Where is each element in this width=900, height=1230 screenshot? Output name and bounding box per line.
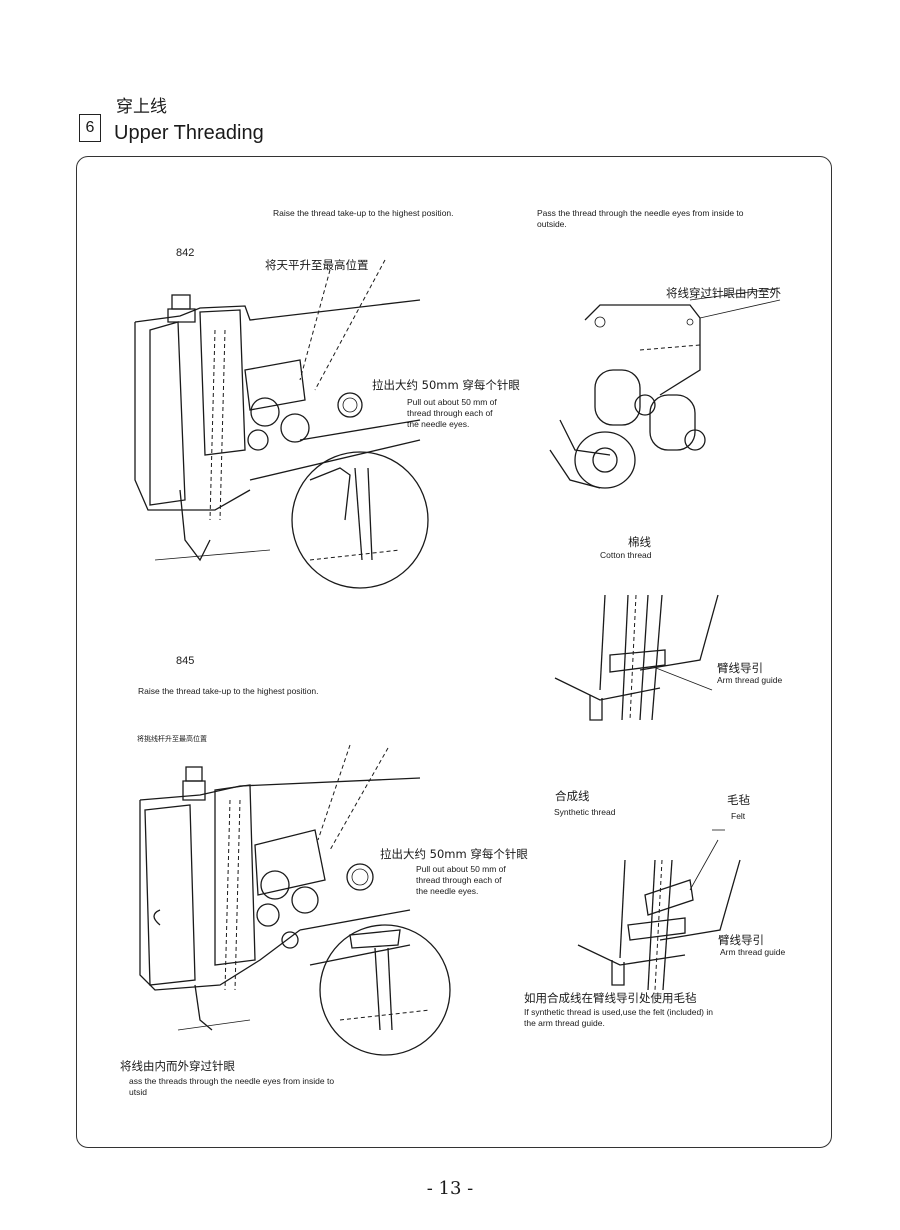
machine-842-illustration xyxy=(134,259,429,589)
cotton-arm-guide-cn: 臂线导引 xyxy=(717,661,763,675)
instruction-845-en: Raise the thread take-up to the highest … xyxy=(138,686,319,696)
synthetic-thread-cn: 合成线 xyxy=(555,789,590,803)
pull-845-en: Pull out about 50 mm of thread through e… xyxy=(416,864,506,896)
synthetic-note-cn: 如用合成线在臂线导引处使用毛毡 xyxy=(524,991,697,1005)
pull-845-cn: 拉出大约 50mm 穿每个针眼 xyxy=(380,847,528,861)
needle-eyes-instruction-en: Pass the thread through the needle eyes … xyxy=(537,208,744,229)
synthetic-thread-en: Synthetic thread xyxy=(554,807,616,817)
content-frame xyxy=(76,156,832,1148)
section-title-en: Upper Threading xyxy=(114,122,264,144)
bottom-instruction-cn: 将线由内而外穿过针眼 xyxy=(120,1059,235,1073)
instruction-842-en: Raise the thread take-up to the highest … xyxy=(273,208,454,218)
model-label-842: 842 xyxy=(176,247,195,259)
needle-bar-closeup-illustration xyxy=(549,287,781,489)
felt-cn: 毛毡 xyxy=(727,793,750,807)
section-title-cn: 穿上线 xyxy=(116,97,167,117)
section-number: 6 xyxy=(79,114,101,142)
needle-eyes-instruction-cn: 将线穿过针眼由内至外 xyxy=(666,286,781,300)
cotton-arm-guide-illustration xyxy=(554,594,719,721)
cotton-thread-cn: 棉线 xyxy=(628,535,651,549)
instruction-842-cn: 将天平升至最高位置 xyxy=(265,258,369,272)
cotton-thread-en: Cotton thread xyxy=(600,550,652,560)
felt-en: Felt xyxy=(731,811,746,821)
synthetic-arm-guide-en: Arm thread guide xyxy=(720,947,786,957)
pull-842-cn: 拉出大约 50mm 穿每个针眼 xyxy=(372,378,520,392)
cotton-arm-guide-en: Arm thread guide xyxy=(717,675,783,685)
model-label-845: 845 xyxy=(176,655,195,667)
synthetic-note-en: If synthetic thread is used,use the felt… xyxy=(524,1007,713,1028)
bottom-instruction-en: ass the threads through the needle eyes … xyxy=(129,1076,335,1097)
page-number: - 13 - xyxy=(426,1178,474,1199)
synthetic-arm-guide-cn: 臂线导引 xyxy=(718,933,764,947)
pull-842-en: Pull out about 50 mm of thread through e… xyxy=(407,397,497,429)
machine-845-illustration xyxy=(139,744,451,1056)
synthetic-arm-guide-illustration xyxy=(577,829,741,991)
instruction-845-cn: 将挑线杆升至最高位置 xyxy=(137,735,207,743)
